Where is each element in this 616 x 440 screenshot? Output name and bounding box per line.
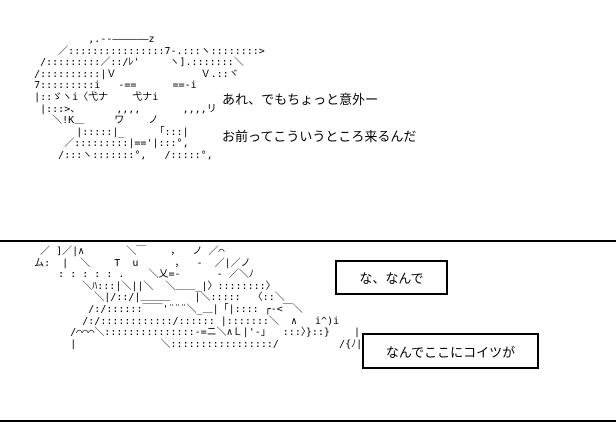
ascii-art-characters-bottom: ／ ]／|∧ ＼￣ ， ノ ／⌒ ム: | ＼ Τ u ， ‐ ／|／ノ : :…	[34, 246, 419, 350]
panel-divider-middle	[0, 240, 616, 242]
dialogue-line-1: あれ、でもちょっと意外ー	[222, 93, 379, 108]
speech-bubble-2: なんでここにコイツが	[362, 333, 539, 369]
ascii-art-character-top: ,.--――――――z ／::::::::::::::::7-.:::ヽ::::…	[34, 34, 265, 161]
speech-bubble-2-text: なんでここにコイツが	[385, 345, 516, 361]
dialogue-line-2: お前ってこういうところ来るんだ	[222, 130, 417, 145]
panel-divider-bottom	[0, 420, 616, 422]
speech-bubble-1-text: な、なんで	[359, 272, 424, 287]
speech-bubble-1: な、なんで	[335, 260, 448, 295]
